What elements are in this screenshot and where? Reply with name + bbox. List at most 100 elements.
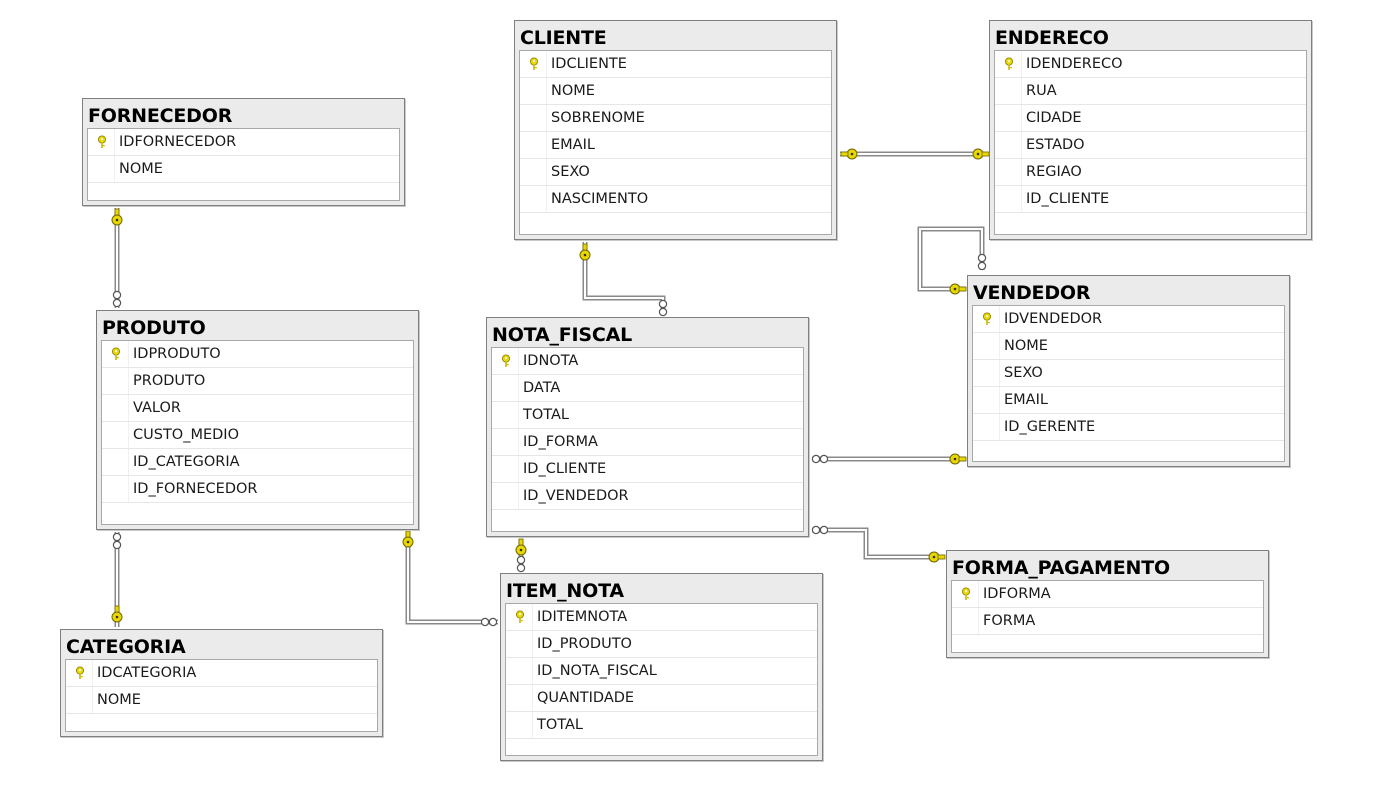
row-selector[interactable] xyxy=(102,395,129,421)
fk-item-nota[interactable] xyxy=(515,538,527,573)
column-row[interactable]: ID_CLIENTE xyxy=(492,456,803,483)
row-selector[interactable] xyxy=(102,476,129,502)
primary-key-row[interactable]: IDPRODUTO xyxy=(102,341,413,368)
row-selector[interactable] xyxy=(506,658,533,684)
column-row[interactable]: NOME xyxy=(973,333,1284,360)
row-selector[interactable] xyxy=(973,360,1000,386)
column-row[interactable]: VALOR xyxy=(102,395,413,422)
row-selector[interactable] xyxy=(66,687,93,713)
primary-key-row[interactable]: IDVENDEDOR xyxy=(973,306,1284,333)
fk-produto-fornecedor[interactable] xyxy=(111,208,123,308)
column-row[interactable]: SOBRENOME xyxy=(520,105,831,132)
row-selector[interactable] xyxy=(973,387,1000,413)
row-selector[interactable] xyxy=(520,159,547,185)
column-row[interactable]: ID_VENDEDOR xyxy=(492,483,803,510)
row-selector[interactable] xyxy=(520,78,547,104)
column-row[interactable]: SEXO xyxy=(973,360,1284,387)
primary-key-row[interactable]: IDCATEGORIA xyxy=(66,660,377,687)
column-row[interactable]: RUA xyxy=(995,78,1306,105)
fk-endereco-cliente[interactable] xyxy=(840,148,990,160)
row-selector[interactable] xyxy=(506,685,533,711)
column-row[interactable]: QUANTIDADE xyxy=(506,685,817,712)
row-selector[interactable] xyxy=(506,712,533,738)
column-row[interactable]: NOME xyxy=(88,156,399,183)
primary-key-row[interactable]: IDNOTA xyxy=(492,348,803,375)
row-selector[interactable] xyxy=(952,581,979,607)
row-selector[interactable] xyxy=(995,51,1022,77)
column-row[interactable]: ID_FORNECEDOR xyxy=(102,476,413,503)
column-row[interactable]: FORMA xyxy=(952,608,1263,635)
column-row[interactable]: PRODUTO xyxy=(102,368,413,395)
primary-key-row[interactable]: IDCLIENTE xyxy=(520,51,831,78)
primary-key-row[interactable]: IDFORMA xyxy=(952,581,1263,608)
primary-key-row[interactable]: IDITEMNOTA xyxy=(506,604,817,631)
row-selector[interactable] xyxy=(995,105,1022,131)
column-row[interactable]: NASCIMENTO xyxy=(520,186,831,213)
row-selector[interactable] xyxy=(492,348,519,374)
row-selector[interactable] xyxy=(102,341,129,367)
row-selector[interactable] xyxy=(506,604,533,630)
column-name: IDCATEGORIA xyxy=(97,665,197,681)
column-row[interactable]: TOTAL xyxy=(492,402,803,429)
column-row[interactable]: ESTADO xyxy=(995,132,1306,159)
row-selector[interactable] xyxy=(995,186,1022,212)
column-row[interactable]: TOTAL xyxy=(506,712,817,739)
row-selector[interactable] xyxy=(492,483,519,509)
column-row[interactable]: CIDADE xyxy=(995,105,1306,132)
row-selector[interactable] xyxy=(973,306,1000,332)
column-row[interactable]: SEXO xyxy=(520,159,831,186)
row-selector[interactable] xyxy=(995,132,1022,158)
row-selector[interactable] xyxy=(492,456,519,482)
column-row[interactable]: ID_CLIENTE xyxy=(995,186,1306,213)
row-selector[interactable] xyxy=(88,129,115,155)
row-selector[interactable] xyxy=(520,132,547,158)
column-row[interactable]: ID_GERENTE xyxy=(973,414,1284,441)
column-row[interactable]: EMAIL xyxy=(973,387,1284,414)
row-selector[interactable] xyxy=(506,631,533,657)
fk-nota-cliente[interactable] xyxy=(579,242,668,317)
row-selector[interactable] xyxy=(973,414,1000,440)
column-row[interactable]: EMAIL xyxy=(520,132,831,159)
column-row[interactable]: CUSTO_MEDIO xyxy=(102,422,413,449)
row-selector[interactable] xyxy=(492,402,519,428)
column-row[interactable]: NOME xyxy=(66,687,377,714)
column-row[interactable]: ID_FORMA xyxy=(492,429,803,456)
column-row[interactable]: ID_CATEGORIA xyxy=(102,449,413,476)
fk-nota-forma[interactable] xyxy=(811,525,946,563)
fk-nota-vendedor[interactable] xyxy=(811,453,967,465)
row-selector[interactable] xyxy=(492,429,519,455)
column-row[interactable]: REGIAO xyxy=(995,159,1306,186)
primary-key-row[interactable]: IDENDERECO xyxy=(995,51,1306,78)
row-selector[interactable] xyxy=(973,333,1000,359)
row-selector[interactable] xyxy=(102,449,129,475)
row-selector[interactable] xyxy=(520,105,547,131)
row-selector[interactable] xyxy=(102,368,129,394)
row-selector[interactable] xyxy=(66,660,93,686)
row-selector[interactable] xyxy=(995,159,1022,185)
column-row[interactable]: NOME xyxy=(520,78,831,105)
row-selector[interactable] xyxy=(102,422,129,448)
column-row[interactable]: DATA xyxy=(492,375,803,402)
primary-key-row[interactable]: IDFORNECEDOR xyxy=(88,129,399,156)
row-selector[interactable] xyxy=(492,375,519,401)
fk-vendedor-gerente[interactable] xyxy=(917,226,987,295)
row-selector[interactable] xyxy=(520,186,547,212)
column-row[interactable]: ID_NOTA_FISCAL xyxy=(506,658,817,685)
row-selector[interactable] xyxy=(88,156,115,182)
fk-item-produto[interactable] xyxy=(402,530,498,627)
row-selector[interactable] xyxy=(520,51,547,77)
row-selector[interactable] xyxy=(995,78,1022,104)
row-selector[interactable] xyxy=(952,608,979,634)
column-row[interactable]: ID_PRODUTO xyxy=(506,631,817,658)
fk-produto-categoria[interactable] xyxy=(111,532,123,627)
